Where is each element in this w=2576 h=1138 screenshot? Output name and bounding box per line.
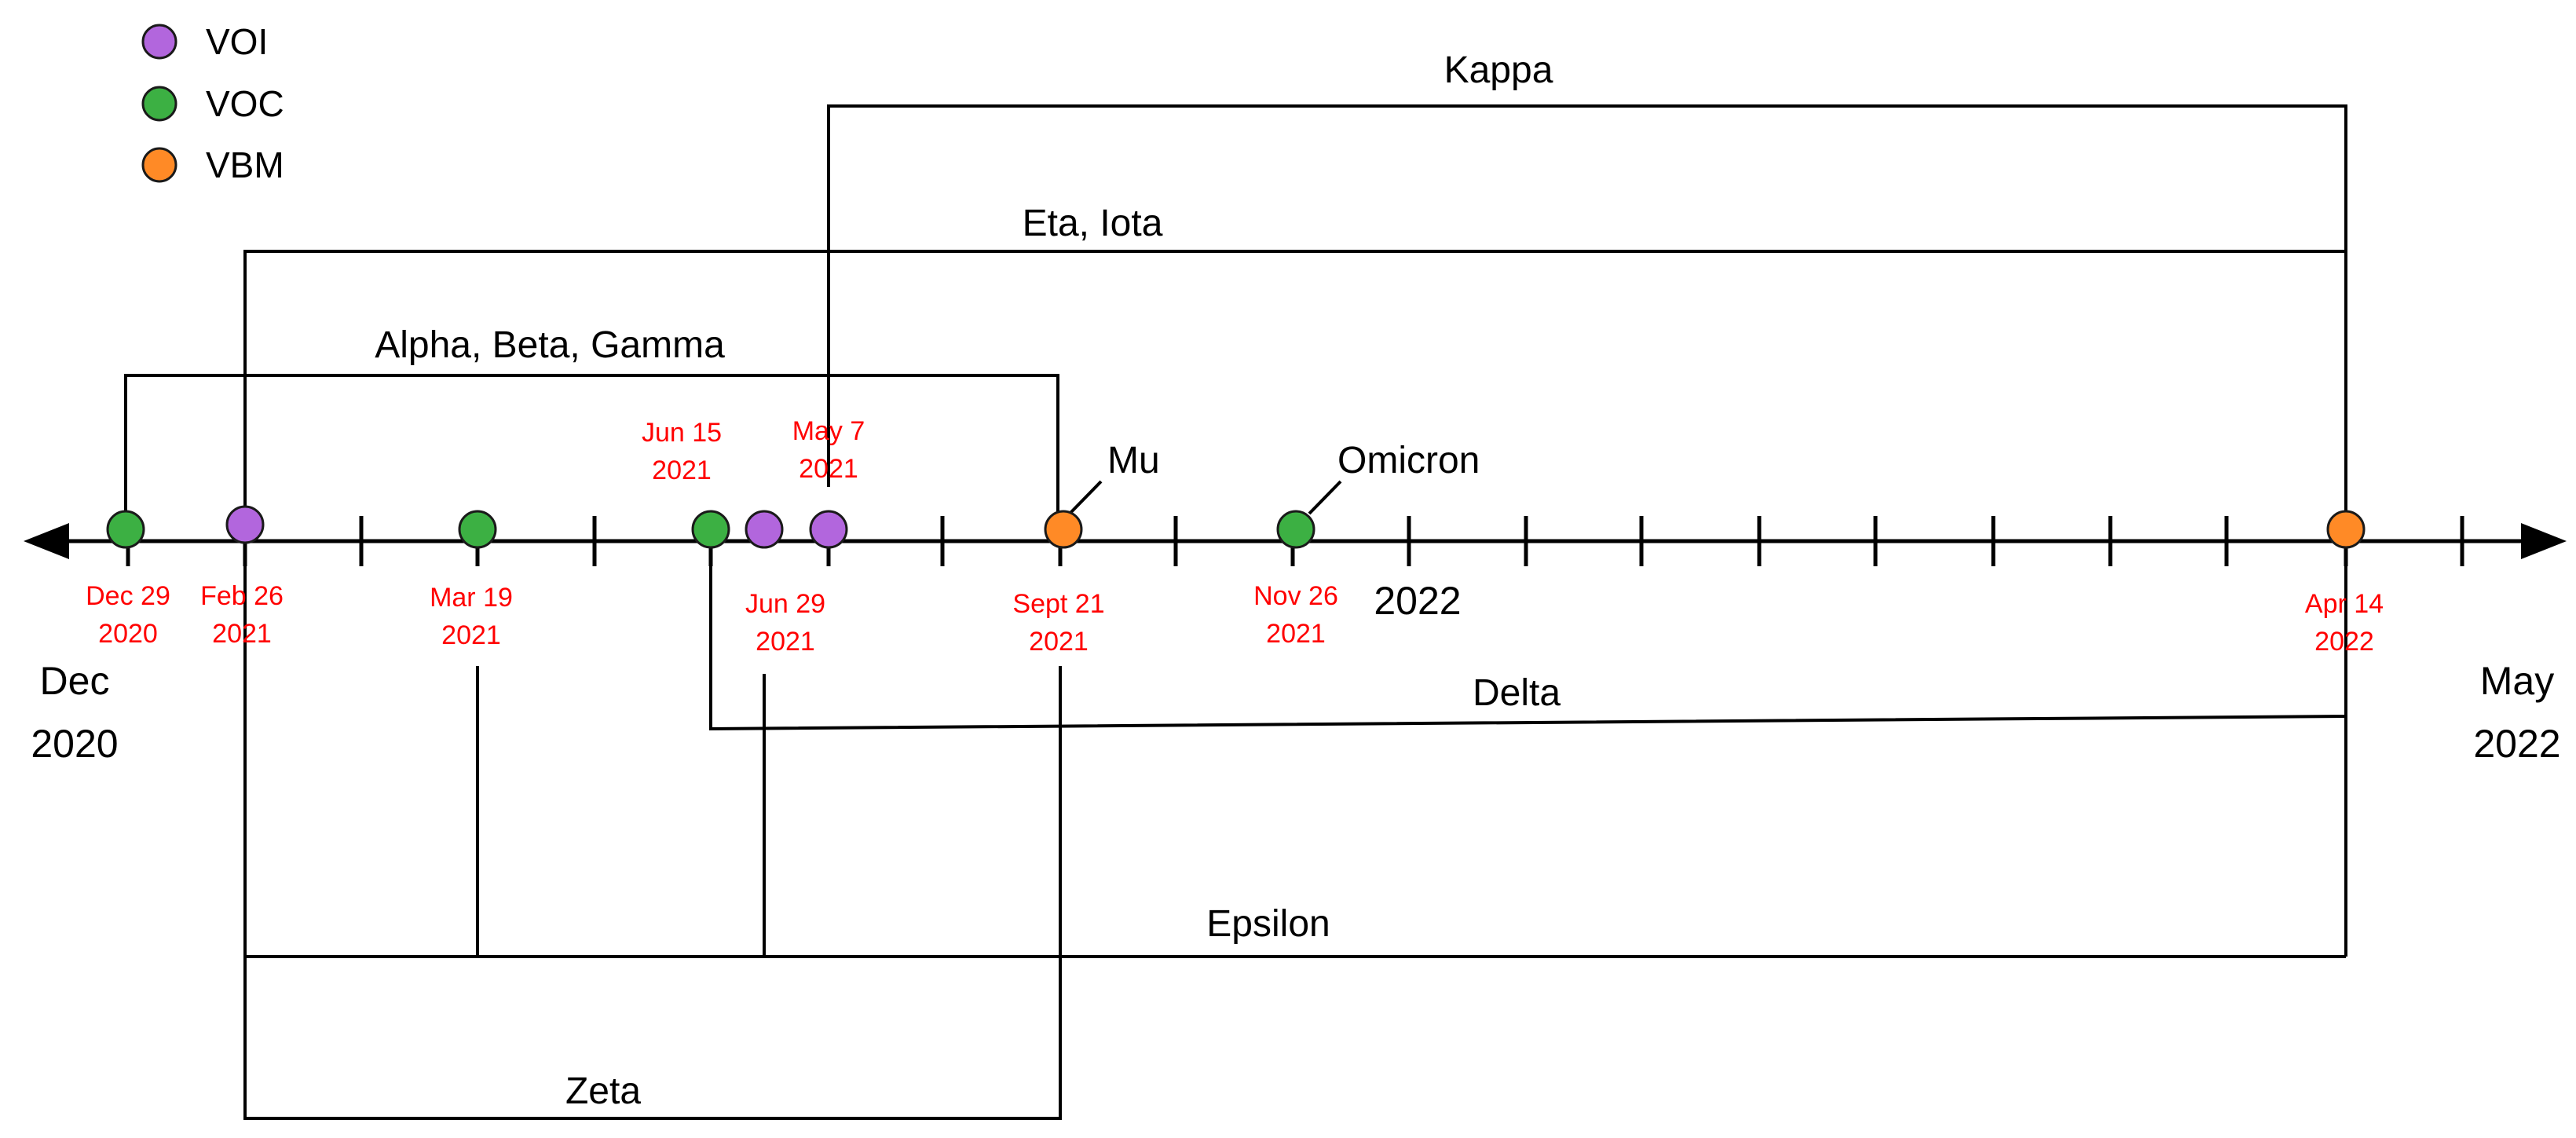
- label-zeta: Zeta: [565, 1070, 641, 1112]
- date-may7-year: 2021: [799, 454, 858, 484]
- axis-left-arrow: [24, 523, 69, 559]
- legend-voi-label: VOI: [206, 21, 268, 62]
- span-alpha-beta-gamma: [124, 374, 1059, 528]
- axis-right-arrow: [2521, 523, 2567, 559]
- axis-end-labels: Dec 2020 May 2022 2022: [31, 579, 2560, 766]
- date-mar19-day: Mar 19: [430, 583, 513, 613]
- label-alpha-beta-gamma: Alpha, Beta, Gamma: [375, 324, 725, 366]
- date-dec29-year: 2020: [98, 619, 158, 649]
- date-jun15-year: 2021: [652, 456, 712, 485]
- date-sep21-year: 2021: [1029, 627, 1089, 657]
- pointer-mu: [1068, 480, 1103, 515]
- legend-voi-dot: [141, 24, 177, 60]
- label-delta: Delta: [1473, 672, 1561, 714]
- date-dec29-day: Dec 29: [86, 581, 170, 611]
- date-feb26-day: Feb 26: [200, 581, 284, 611]
- axis-end-month: May: [2480, 659, 2554, 703]
- axis-year-2022: 2022: [1374, 579, 1461, 623]
- label-epsilon: Epsilon: [1206, 903, 1330, 945]
- legend-voc-dot: [141, 86, 177, 122]
- event-dots: [106, 505, 2366, 549]
- label-mu: Mu: [1107, 440, 1160, 481]
- event-dot-jun15: [691, 510, 730, 549]
- event-dot-jun29: [745, 510, 784, 549]
- event-dates: Dec 29 2020 Feb 26 2021 Mar 19 2021 Jun …: [86, 416, 2384, 657]
- event-dot-nov26: [1276, 510, 1315, 549]
- event-dot-apr14: [2326, 510, 2366, 549]
- legend: VOI VOC VBM: [141, 21, 284, 185]
- span-kappa: [827, 104, 2347, 528]
- span-delta: [709, 528, 2347, 731]
- date-jun15-day: Jun 15: [642, 418, 722, 448]
- event-dot-sep21: [1044, 510, 1083, 549]
- span-eta-iota: [243, 250, 2347, 528]
- variant-spans: [124, 104, 2347, 1120]
- date-apr14-day: Apr 14: [2305, 589, 2384, 619]
- event-dot-dec29: [106, 510, 145, 549]
- date-sep21-day: Sept 21: [1012, 589, 1104, 619]
- axis-start-month: Dec: [40, 659, 110, 703]
- span-zeta: [243, 666, 1062, 1120]
- date-nov26-year: 2021: [1266, 619, 1326, 649]
- date-jun29-day: Jun 29: [745, 589, 825, 619]
- label-kappa: Kappa: [1444, 49, 1553, 91]
- axis-end-year: 2022: [2473, 722, 2560, 766]
- event-dot-feb26: [225, 505, 265, 544]
- pointer-omicron: [1308, 480, 1342, 515]
- date-nov26-day: Nov 26: [1253, 581, 1338, 611]
- axis-start-year: 2020: [31, 722, 118, 766]
- legend-vbm-dot: [141, 147, 177, 183]
- date-feb26-year: 2021: [212, 619, 272, 649]
- event-dot-mar19: [458, 510, 497, 549]
- date-may7-day: May 7: [792, 416, 865, 446]
- event-dot-may7: [809, 510, 848, 549]
- label-eta-iota: Eta, Iota: [1023, 203, 1163, 244]
- date-mar19-year: 2021: [441, 620, 501, 650]
- date-jun29-year: 2021: [756, 627, 815, 657]
- variant-labels: Kappa Eta, Iota Alpha, Beta, Gamma Delta…: [375, 49, 1561, 1112]
- label-omicron: Omicron: [1337, 440, 1480, 481]
- legend-vbm-label: VBM: [206, 145, 284, 185]
- date-apr14-year: 2022: [2314, 627, 2374, 657]
- legend-voc-label: VOC: [206, 83, 284, 124]
